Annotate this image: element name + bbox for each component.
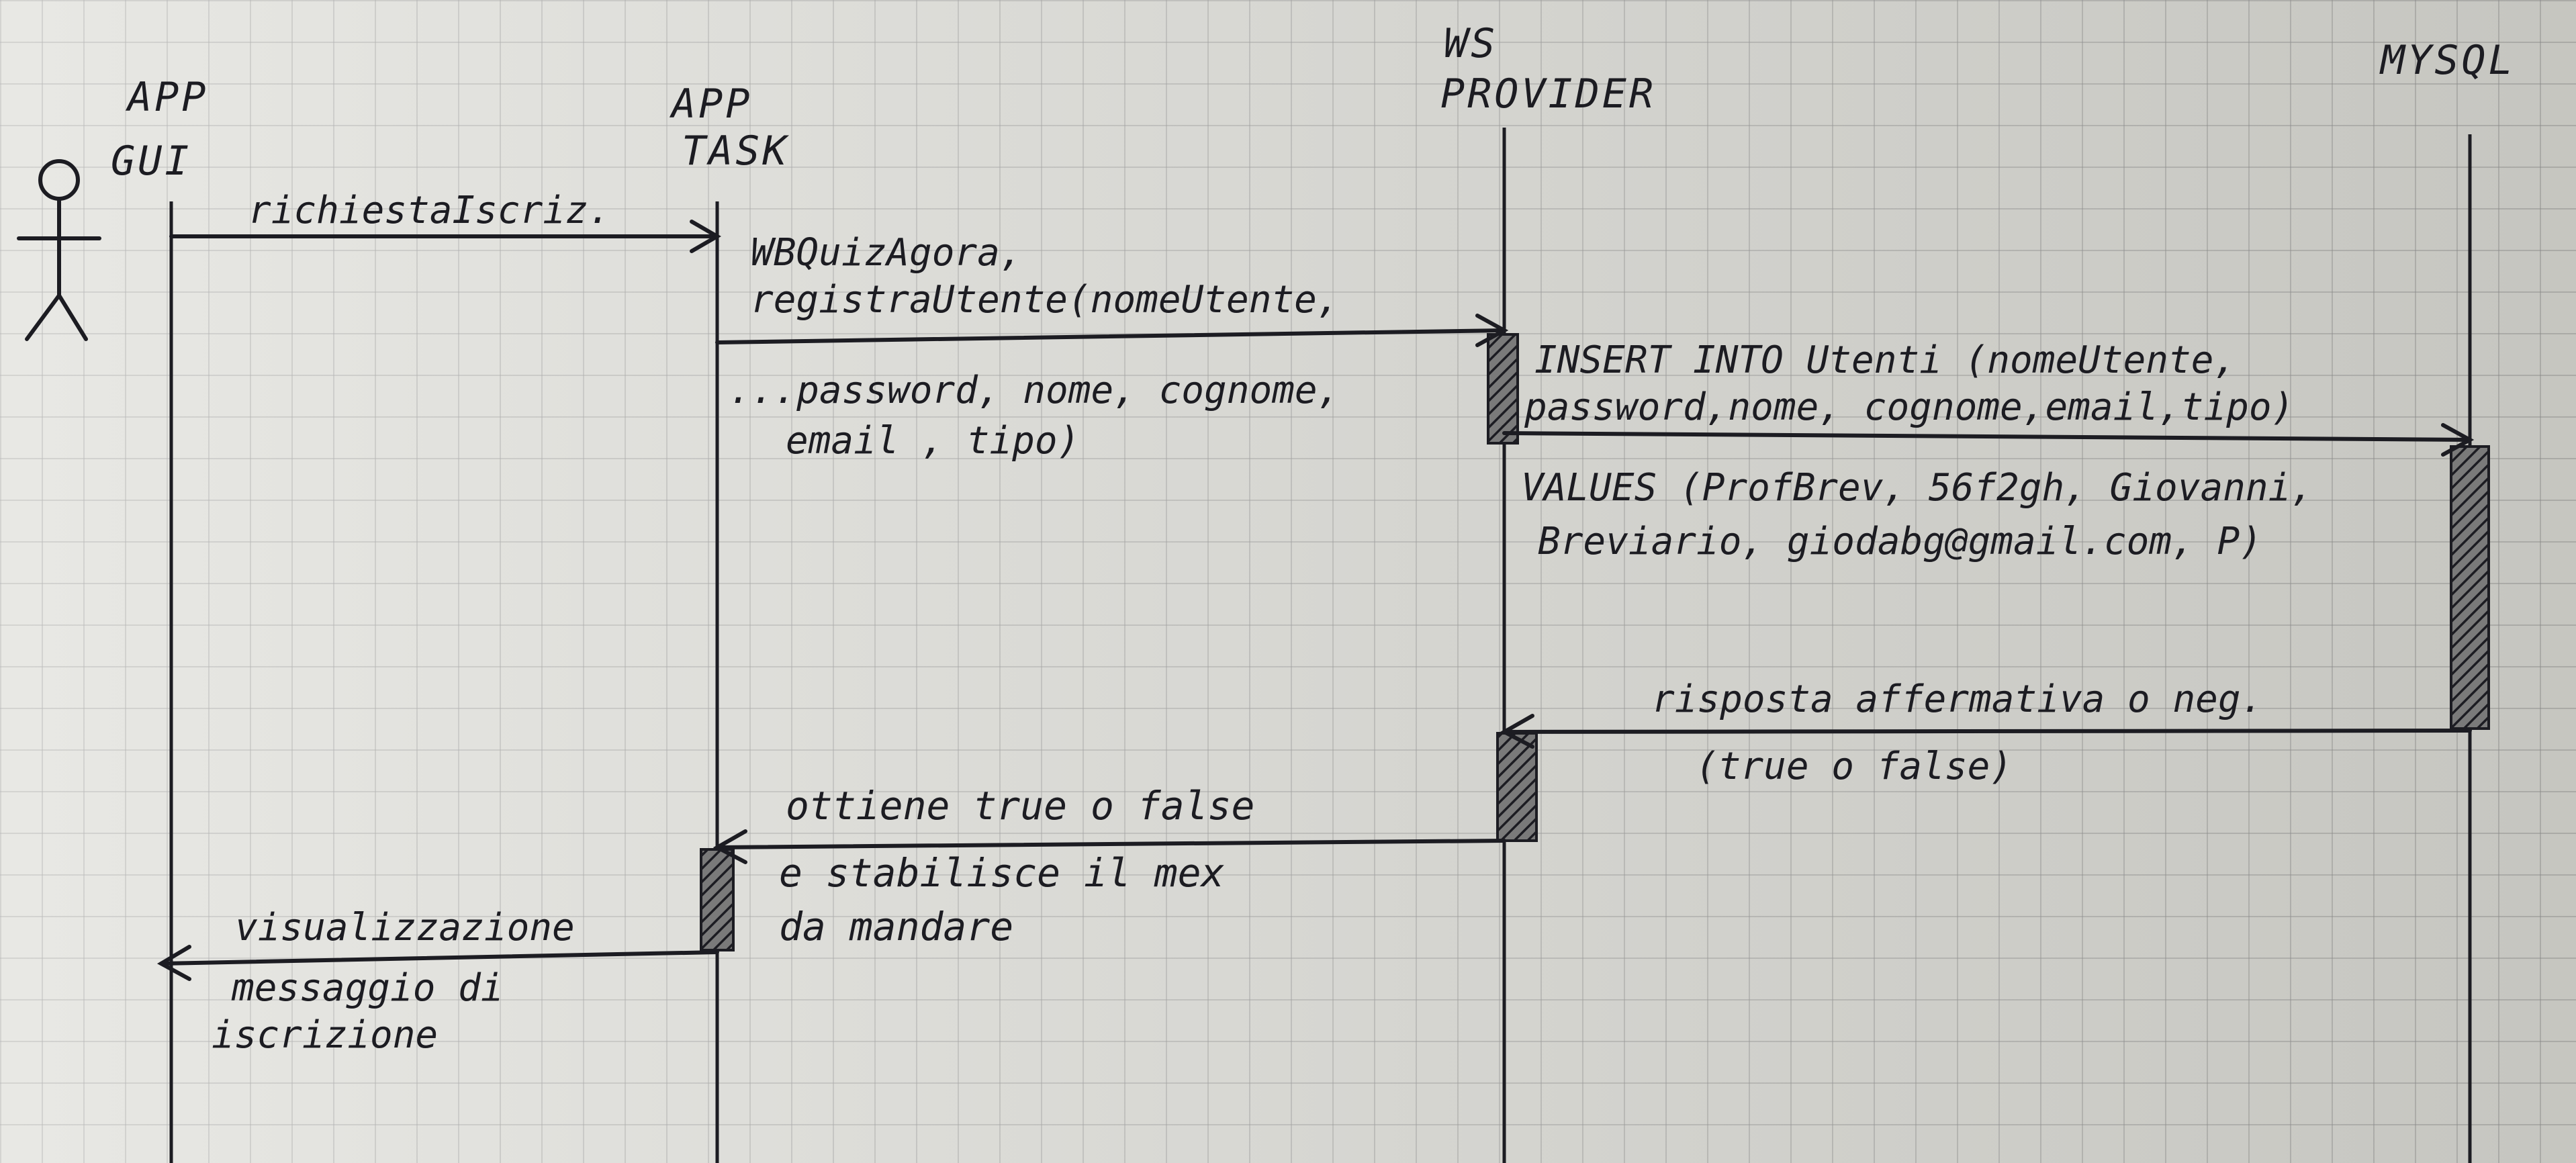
- message-visualizzazione-line2: messaggio di: [231, 966, 504, 1010]
- message-insert-line2: password,nome, cognome,email,tipo): [1524, 385, 2294, 429]
- app-gui-label-line1: APP: [125, 74, 208, 121]
- activation-mysql: [2450, 445, 2490, 730]
- message-values-line1: VALUES (ProfBrev, 56f2gh, Giovanni,: [1521, 466, 2313, 510]
- ws-provider-label-line1: WS: [1444, 20, 1498, 67]
- arrow-insert-into: [1502, 423, 2475, 457]
- message-ottiene-line1: ottiene true o false: [786, 783, 1254, 829]
- actor-stick-figure: [17, 159, 101, 341]
- activation-ws-provider-2: [1496, 732, 1538, 842]
- arrow-richiesta-iscrizione: [169, 220, 721, 253]
- arrow-registra-utente: [715, 314, 1509, 347]
- message-wbquiz-line2: registraUtente(nomeUtente,: [751, 278, 1340, 322]
- ws-provider-label-line2: PROVIDER: [1440, 71, 1656, 118]
- message-visualizzazione-line1: visualizzazione: [235, 906, 575, 949]
- message-risposta-line1: risposta affermativa o neg.: [1652, 678, 2263, 721]
- mysql-label: MYSQL: [2379, 37, 2516, 84]
- message-wbquiz-line1: WBQuizAgora,: [751, 231, 1023, 275]
- arrow-visualizzazione: [156, 945, 719, 981]
- app-task-label-line2: TASK: [682, 128, 790, 175]
- app-gui-label-line2: GUI: [111, 138, 191, 185]
- message-wbquiz-line3: ...password, nome, cognome,: [729, 369, 1340, 412]
- message-ottiene-line2: e stabilisce il mex: [779, 850, 1225, 896]
- activation-app-task: [700, 848, 735, 951]
- message-ottiene-line3: da mandare: [779, 904, 1013, 949]
- message-visualizzazione-line3: iscrizione: [212, 1013, 438, 1057]
- message-values-line2: Breviario, giodabg@gmail.com, P): [1538, 520, 2262, 563]
- message-wbquiz-line4: email , tipo): [786, 419, 1080, 463]
- arrow-ottiene: [712, 829, 1506, 864]
- app-task-label-line1: APP: [669, 81, 752, 128]
- message-risposta-line2: (true o false): [1696, 745, 2013, 788]
- activation-ws-provider-1: [1487, 333, 1519, 445]
- arrow-risposta: [1500, 714, 2472, 749]
- message-richiesta-iscrizione: richiestaIscriz.: [248, 189, 610, 232]
- message-insert-line1: INSERT INTO Utenti (nomeUtente,: [1534, 338, 2236, 382]
